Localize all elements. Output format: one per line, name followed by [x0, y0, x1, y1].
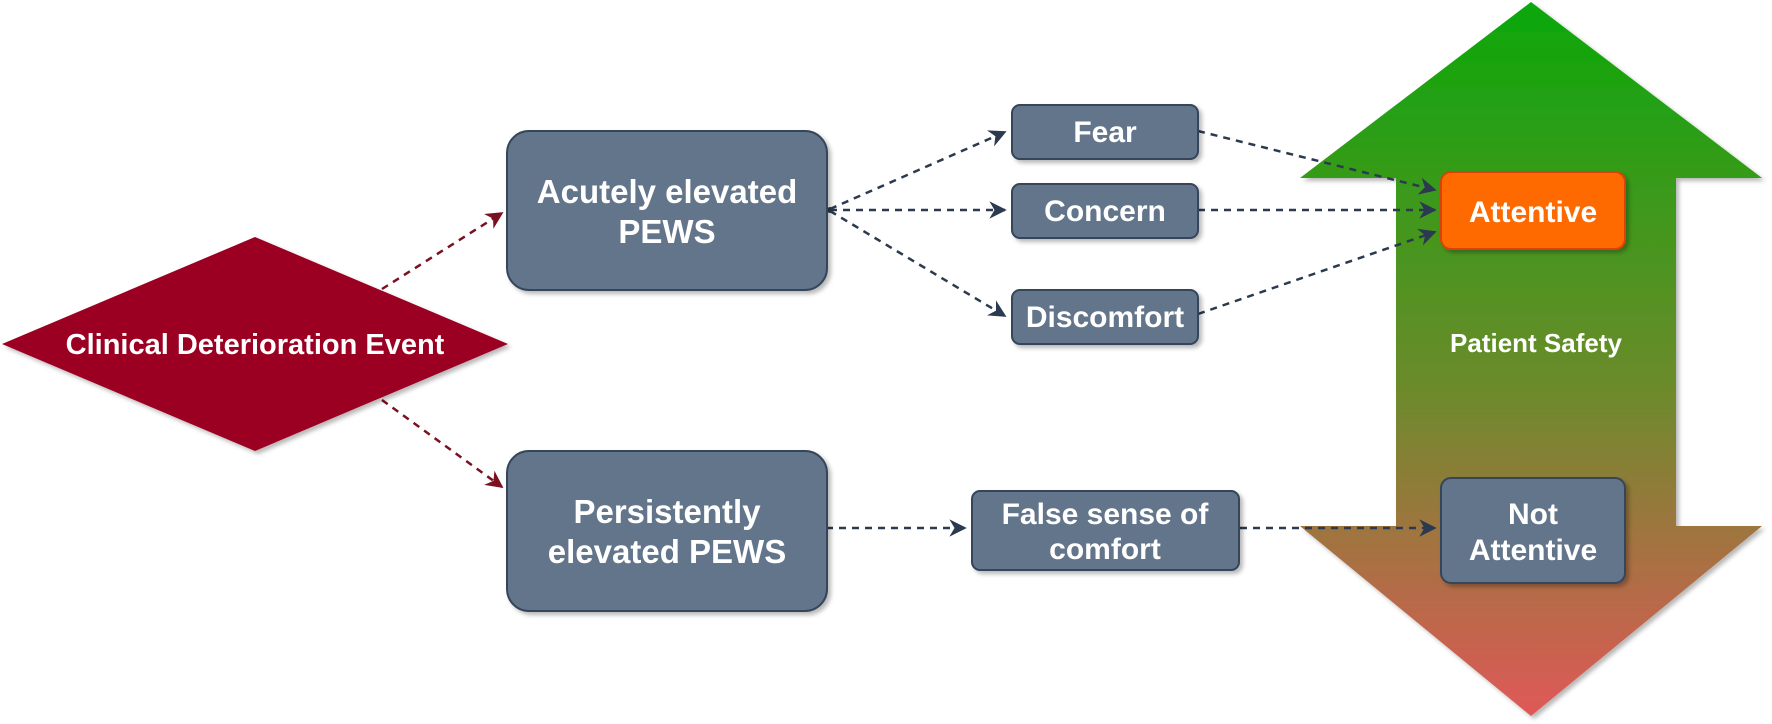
persistent-box — [506, 450, 828, 612]
concern-label: Concern — [1044, 195, 1166, 228]
false-sense-label-line1: False sense of — [1002, 498, 1210, 531]
attentive-box — [1440, 171, 1626, 250]
not-attentive-label-line1: Not — [1508, 498, 1558, 531]
patient-safety-arrow: Patient Safety — [1300, 2, 1762, 716]
false-sense-label-line2: comfort — [1049, 533, 1161, 566]
discomfort-box — [1011, 289, 1199, 345]
event-diamond-shape — [2, 237, 508, 451]
false-sense-box — [971, 490, 1240, 571]
not-attentive-label-line2: Attentive — [1469, 534, 1597, 567]
not-attentive-box — [1440, 477, 1626, 584]
fear-label: Fear — [1073, 116, 1137, 149]
connectors — [381, 129, 1437, 537]
persistent-label-line1: Persistently — [573, 493, 761, 530]
fear-box — [1011, 104, 1199, 160]
attentive-node: Attentive — [1440, 171, 1626, 250]
clinical-deterioration-event-node: Clinical Deterioration Event — [2, 237, 508, 451]
event-label: Clinical Deterioration Event — [66, 329, 445, 361]
persistently-elevated-pews-node: Persistently elevated PEWS — [506, 450, 828, 612]
acute-box — [506, 130, 828, 291]
concern-node: Concern — [1011, 183, 1199, 239]
discomfort-node: Discomfort — [1011, 289, 1199, 345]
acutely-elevated-pews-node: Acutely elevated PEWS — [506, 130, 828, 291]
connector-acute-to-discomfort — [829, 209, 1007, 318]
not-attentive-node: Not Attentive — [1440, 477, 1626, 584]
discomfort-label: Discomfort — [1026, 301, 1184, 334]
patient-safety-label: Patient Safety — [1450, 328, 1622, 358]
connector-event-to-persistent — [381, 398, 504, 489]
fear-node: Fear — [1011, 104, 1199, 160]
patient-safety-arrow-shape — [1300, 2, 1762, 716]
connector-acute-to-fear — [829, 130, 1007, 211]
acute-label-line2: PEWS — [618, 213, 715, 250]
concern-box — [1011, 183, 1199, 239]
connector-junction-dot — [827, 207, 833, 213]
attentive-label: Attentive — [1469, 196, 1597, 229]
acute-label-line1: Acutely elevated — [537, 173, 797, 210]
connector-event-to-acute — [381, 211, 504, 291]
persistent-label-line2: elevated PEWS — [548, 533, 786, 570]
false-sense-of-comfort-node: False sense of comfort — [971, 490, 1240, 571]
connector-fear-to-attentive — [1197, 129, 1437, 195]
connector-discomfort-to-attentive — [1197, 228, 1437, 316]
